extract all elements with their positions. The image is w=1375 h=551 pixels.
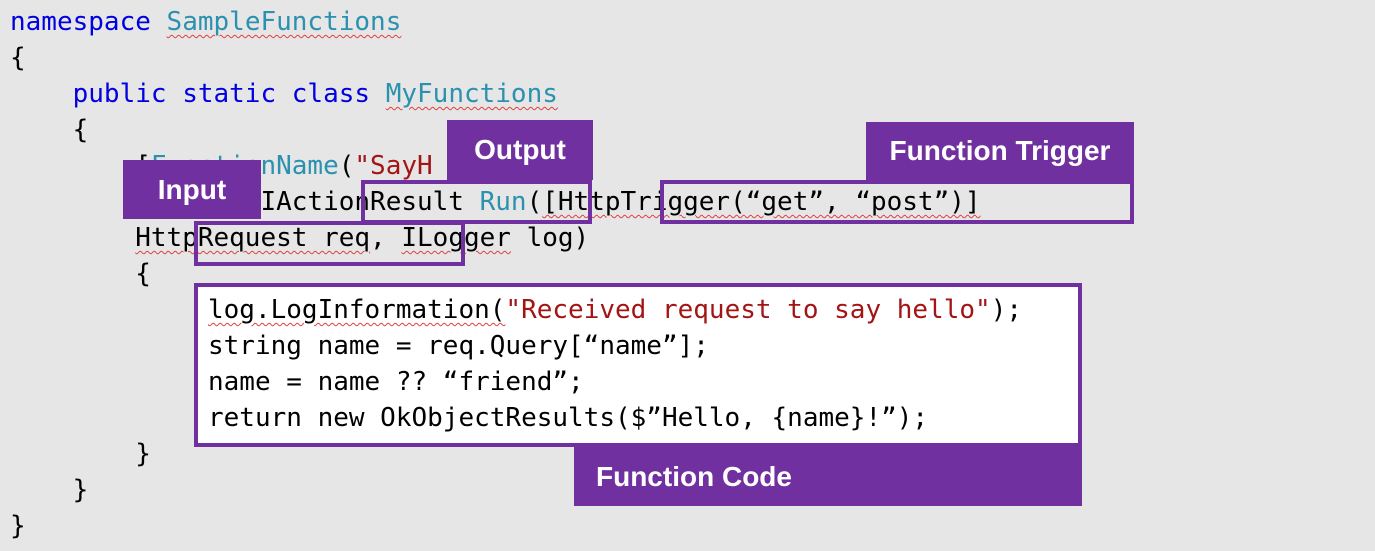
keyword-namespace: namespace (10, 7, 151, 37)
brace: } (135, 439, 151, 469)
body-line-1: log.LogInformation("Received request to … (208, 292, 1022, 328)
method-name: Run (479, 187, 527, 217)
attr-paren: ( (338, 151, 355, 181)
brace: { (135, 259, 151, 289)
param-comma: , (370, 223, 386, 253)
trigger-highlight-box (660, 180, 1134, 224)
function-code-box (194, 283, 1082, 447)
open-brace-namespace: { (10, 43, 26, 73)
namespace-name: SampleFunctions (166, 7, 402, 37)
close-brace-method: } (10, 436, 151, 472)
signature-paren: ( (526, 187, 543, 217)
open-brace-method: { (10, 256, 151, 292)
code-line-params: HttpRequest req, ILogger log) (10, 220, 589, 256)
body-line-1-pre: log.LogInformation( (208, 295, 506, 325)
code-line-namespace: namespace SampleFunctions (10, 4, 401, 40)
output-highlight-box (361, 180, 592, 224)
code-line-class: public static class MyFunctions (10, 76, 558, 112)
close-brace-class: } (10, 472, 89, 508)
close-brace-namespace: } (10, 511, 26, 541)
open-brace-class: { (10, 112, 89, 148)
body-line-4: return new OkObjectResults($”Hello, {nam… (208, 403, 929, 433)
body-line-1-string: "Received request to say hello" (505, 295, 991, 325)
brace: } (72, 475, 89, 505)
trigger-label: Function Trigger (866, 122, 1134, 180)
class-name: MyFunctions (385, 79, 558, 109)
brace: { (72, 115, 89, 145)
function-code-label: Function Code (574, 447, 1082, 506)
keyword-public-static-class: public static class (72, 79, 371, 109)
output-label: Output (447, 120, 593, 180)
logger-type: ILogger (401, 223, 511, 253)
logger-param: log) (510, 223, 590, 253)
body-line-1-post: ); (990, 295, 1022, 325)
input-label: Input (123, 160, 261, 219)
body-line-2: string name = req.Query[“name”]; (208, 331, 709, 361)
input-param: HttpRequest req (135, 223, 371, 253)
input-highlight-box (194, 221, 465, 266)
attr-string: "SayH (354, 151, 433, 181)
body-line-3: name = name ?? “friend”; (208, 367, 584, 397)
